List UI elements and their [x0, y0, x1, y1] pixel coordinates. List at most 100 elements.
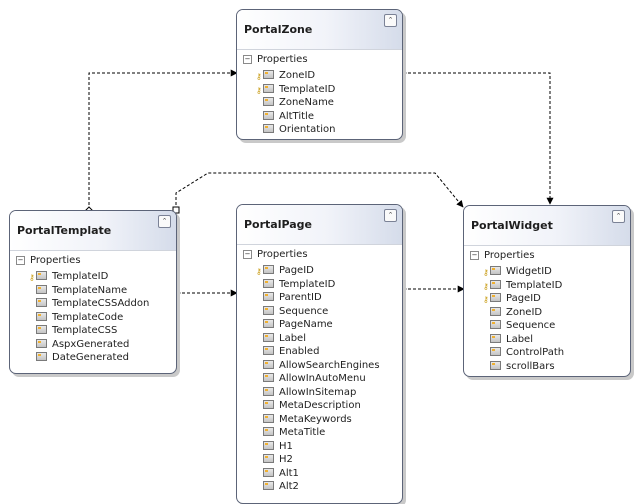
properties-section-header[interactable]: −Properties — [470, 250, 535, 261]
property-name: TemplateName — [52, 284, 128, 296]
property-name: PageID — [279, 265, 314, 276]
property-icon — [263, 97, 274, 106]
property-name: ParentID — [279, 292, 322, 303]
property-row[interactable]: ZoneName — [263, 96, 335, 110]
properties-section-header[interactable]: −Properties — [16, 255, 81, 266]
property-row[interactable]: ⚷TemplateID — [29, 270, 149, 284]
property-row[interactable]: Sequence — [263, 305, 380, 319]
key-icon: ⚷ — [483, 281, 489, 291]
minus-icon[interactable]: − — [470, 251, 479, 260]
property-row[interactable]: TemplateName — [36, 284, 149, 298]
property-row[interactable]: AspxGenerated — [36, 338, 149, 352]
property-row[interactable]: ⚷ TemplateID — [256, 83, 336, 97]
property-row[interactable]: TemplateID — [263, 278, 380, 292]
property-name: H1 — [279, 440, 293, 452]
property-row[interactable]: ⚷PageID — [483, 292, 564, 306]
property-row[interactable]: Alt2 — [263, 480, 380, 494]
property-icon — [263, 413, 274, 423]
property-name: MetaKeywords — [279, 413, 352, 425]
property-row[interactable]: H2 — [263, 453, 380, 467]
property-name: TemplateCSSAddon — [52, 298, 150, 309]
properties-section-header[interactable]: −Properties — [243, 54, 308, 65]
property-icon — [263, 440, 274, 450]
double-chevron-up-icon[interactable]: ⌃ — [384, 209, 397, 222]
properties-section-header[interactable]: −Properties — [243, 249, 308, 260]
property-icon — [263, 292, 274, 301]
property-name: Enabled — [279, 346, 320, 357]
property-icon — [263, 83, 274, 93]
minus-icon[interactable]: − — [243, 55, 252, 64]
property-row[interactable]: TemplateCSS — [36, 324, 149, 338]
property-row[interactable]: ParentID — [263, 291, 380, 305]
property-name: H2 — [279, 454, 293, 465]
property-name: TemplateID — [52, 271, 109, 282]
property-row[interactable]: Label — [490, 333, 564, 347]
property-icon — [263, 359, 274, 369]
property-row[interactable]: MetaKeywords — [263, 413, 380, 427]
property-icon — [490, 279, 501, 289]
minus-icon[interactable]: − — [243, 250, 252, 259]
property-name: Label — [506, 333, 533, 345]
property-row[interactable]: Label — [263, 332, 380, 346]
property-icon — [263, 332, 274, 342]
double-chevron-up-icon[interactable]: ⌃ — [158, 215, 171, 228]
property-row[interactable]: AllowInAutoMenu — [263, 372, 380, 386]
property-row[interactable]: Alt1 — [263, 467, 380, 481]
double-chevron-up-icon[interactable]: ⌃ — [384, 14, 397, 27]
property-icon — [263, 467, 274, 477]
property-row[interactable]: H1 — [263, 440, 380, 454]
property-row[interactable]: Orientation — [263, 123, 335, 137]
property-row[interactable]: DateGenerated — [36, 351, 149, 365]
property-icon — [263, 481, 274, 490]
property-icon — [490, 333, 501, 343]
entity-title: PortalWidget — [471, 219, 553, 232]
property-row[interactable]: AllowSearchEngines — [263, 359, 380, 373]
property-row[interactable]: TemplateCode — [36, 311, 149, 325]
property-name: Sequence — [506, 320, 556, 331]
property-row[interactable]: TemplateCSSAddon — [36, 297, 149, 311]
property-icon — [263, 305, 274, 315]
property-icon — [263, 373, 274, 382]
property-name: TemplateCode — [52, 311, 124, 323]
property-name: ZoneID — [279, 70, 316, 81]
property-row[interactable]: ⚷PageID — [256, 264, 380, 278]
property-row[interactable]: ⚷TemplateID — [483, 279, 564, 293]
key-icon: ⚷ — [256, 85, 262, 95]
property-name: ControlPath — [506, 347, 565, 358]
property-icon — [36, 311, 47, 321]
double-chevron-up-icon[interactable]: ⌃ — [612, 210, 625, 223]
property-row[interactable]: scrollBars — [490, 360, 564, 374]
property-row[interactable]: ZoneID — [490, 306, 564, 320]
property-row[interactable]: ⚷ZoneID — [256, 69, 335, 83]
property-row[interactable]: ⚷WidgetID — [483, 265, 564, 279]
property-row[interactable]: MetaDescription — [263, 399, 380, 413]
connector-zone-widget — [403, 72, 554, 205]
property-name: Sequence — [279, 305, 329, 317]
property-icon — [263, 386, 274, 396]
section-label: Properties — [257, 249, 308, 260]
property-row[interactable]: Sequence — [490, 319, 564, 333]
property-name: scrollBars — [506, 360, 555, 372]
entity-portal-template[interactable]: PortalTemplate ⌃ −Properties ⚷TemplateID… — [9, 210, 177, 374]
entity-title: PortalPage — [244, 218, 313, 231]
property-row[interactable]: MetaTitle — [263, 426, 380, 440]
property-row[interactable]: ControlPath — [490, 346, 564, 360]
property-row[interactable]: PageName — [263, 318, 380, 332]
property-row[interactable]: AllowInSitemap — [263, 386, 380, 400]
section-label: Properties — [484, 250, 535, 261]
property-row[interactable]: Enabled — [263, 345, 380, 359]
property-name: TemplateID — [279, 83, 336, 95]
property-icon — [263, 124, 274, 133]
property-icon — [263, 110, 274, 120]
property-row[interactable]: AltTitle — [263, 110, 335, 124]
property-name: AllowInSitemap — [279, 386, 357, 398]
property-icon — [490, 306, 501, 316]
entity-portal-widget[interactable]: PortalWidget ⌃ −Properties ⚷WidgetID⚷Tem… — [463, 205, 631, 377]
minus-icon[interactable]: − — [16, 256, 25, 265]
property-name: TemplateID — [279, 278, 336, 290]
entity-portal-zone[interactable]: PortalZone ⌃ −Properties ⚷ZoneID⚷Templat… — [236, 9, 403, 140]
property-icon — [490, 320, 501, 329]
